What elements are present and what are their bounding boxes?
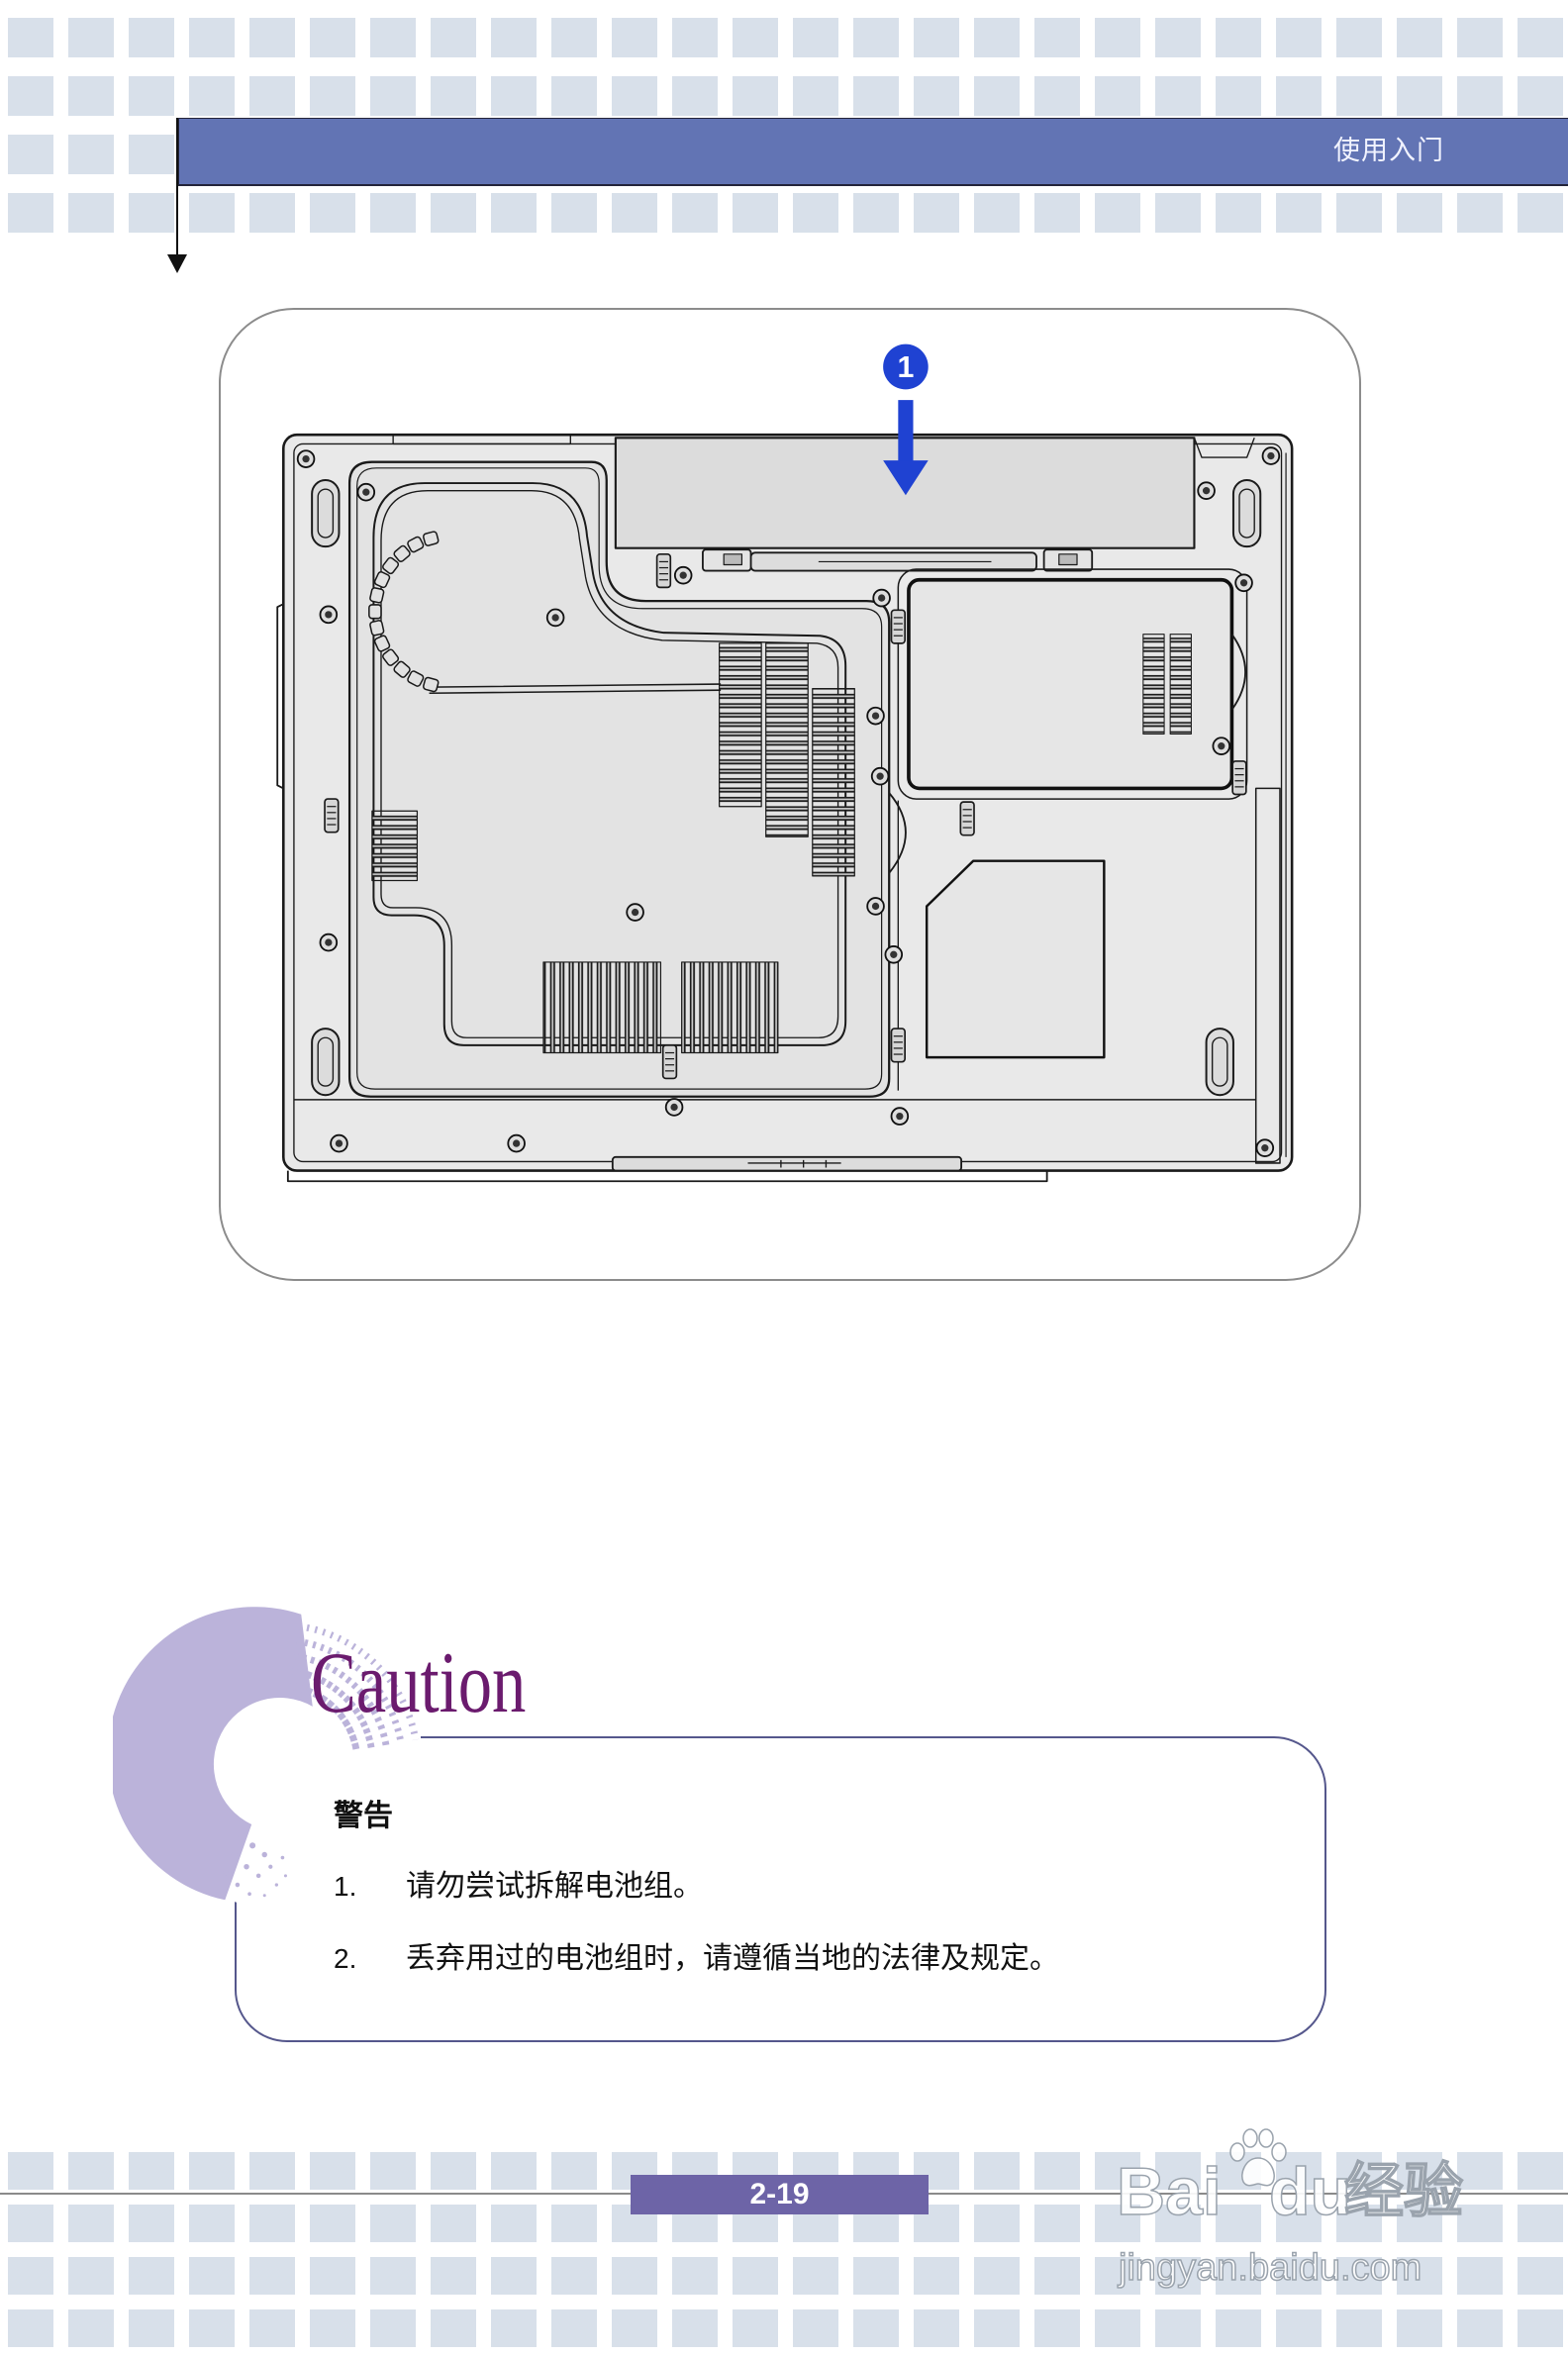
screw [356,482,376,502]
screw [884,944,904,964]
callout-number: 1 [897,350,914,384]
latches [324,552,1247,1080]
screw [890,1107,910,1126]
main-panel-notch [888,792,907,874]
vent-grille [542,961,662,1054]
header-bar: 使用入门 [177,118,1568,186]
heat-pipe-crossbar [429,683,722,694]
callout-circle [883,344,929,390]
arrow-down-icon [883,460,929,496]
right-side-slot [1254,787,1281,1164]
vent-grille [1142,634,1165,735]
memory-door [907,577,1234,791]
screw [872,588,891,608]
memory-door-frame [897,568,1248,800]
section-title: 使用入门 [1333,136,1444,166]
warning-item-number: 2. [334,1943,357,1974]
memory-door-notch [1230,634,1246,711]
screw [1197,481,1216,501]
screw [626,903,644,922]
screw [664,1098,684,1117]
rubber-foot [1205,1028,1234,1097]
latch [324,798,340,834]
fan-blade [382,648,400,666]
heat-pipe-inner [380,490,839,1038]
screw [545,608,565,628]
fan-blade [369,620,385,637]
screw [1212,736,1231,755]
screw [866,897,885,916]
fan-blade [382,556,400,575]
hdd-door [925,859,1106,1059]
laptop-bottom-diagram: 1 [276,344,1294,1183]
watermark-brand-right: du [1268,2154,1352,2229]
fan-blade [373,571,391,589]
callout-marker: 1 [883,344,929,496]
screws [296,446,1281,1157]
screw [1261,446,1281,465]
latch [655,552,672,589]
fan-blade [407,670,425,687]
screw [870,766,890,786]
watermark-url: jingyan.baidu.com [1118,2247,1422,2289]
top-left-strip [392,434,571,445]
warning-item-text: 请勿尝试拆解电池组。 [406,1869,703,1904]
fan-blade [407,536,425,553]
fan-blades [368,531,440,693]
heat-pipe-outline [372,482,847,1046]
latch [661,1044,678,1080]
fan-blade [368,604,382,620]
left-edge-detail [276,603,284,790]
header-arrow-line [176,118,178,256]
paw-icon [1229,2128,1287,2187]
screw [1255,1138,1275,1157]
battery-latch-left-knob [723,553,743,566]
fan-blade [369,587,385,604]
screw [507,1133,526,1153]
fan-blade [423,676,440,693]
screw [866,706,885,726]
bracket-marks [747,1159,841,1168]
warning-title: 警告 [334,1799,393,1833]
screw [330,1133,348,1153]
battery-latch-right-knob [1058,553,1078,566]
top-right-strip [1193,438,1255,458]
rubber-foot [311,1028,341,1097]
warning-item-text: 丢弃用过的电池组时，请遵循当地的法律及规定。 [406,1941,1059,1976]
vent-grille [765,642,809,837]
vent-grille [681,961,779,1054]
watermark-brand-cn: 经验 [1343,2157,1464,2226]
fan-blade [393,660,411,678]
screw [296,449,316,468]
vent-grille [371,810,419,882]
caution-swirl-graphic [113,1607,421,1910]
screw [673,565,693,585]
fan-blade [423,531,440,546]
header-grid-pattern [0,0,1568,234]
latch [1231,760,1247,796]
watermark-brand-left: Bai [1116,2154,1222,2229]
latch [959,801,975,836]
fan-blade [373,635,391,652]
bottom-lip [286,1170,1048,1183]
warning-item-number: 1. [334,1871,357,1902]
screw [319,605,339,625]
page-number: 2-19 [631,2175,929,2214]
fan-blade [393,544,411,562]
screw [1234,573,1253,593]
caution-heading: Caution [311,1635,527,1731]
rubber-foot [1231,479,1262,548]
latch [890,609,906,644]
vent-grille [1169,634,1192,735]
arrow-down-icon [167,254,187,273]
rubber-foot [311,479,341,548]
latch [890,1028,906,1063]
vent-grille [812,688,855,877]
callout-arrow-stem [898,400,914,465]
screw [319,933,339,952]
bottom-bracket [611,1155,963,1172]
main-panel [347,460,891,1098]
vent-grille [719,642,762,808]
main-panel-inner-edge [356,467,883,1090]
